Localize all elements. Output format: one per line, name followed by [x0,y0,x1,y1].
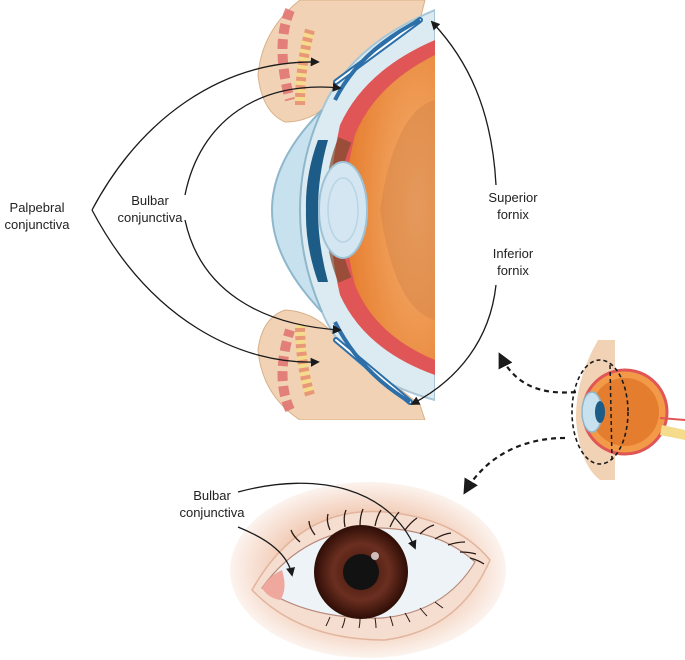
label-superior-line2: fornix [497,207,529,222]
small-eye-thumbnail [571,340,685,480]
superior-fornix-arrow [430,20,497,186]
label-bulbar-conjunctiva-top: Bulbar conjunctiva [110,192,190,226]
palpebral-arrow-upper [91,57,320,211]
annotation-arrows-top [91,20,497,405]
iris [305,140,328,282]
cornea [270,109,323,313]
label-bulbar-top-line2: conjunctiva [117,210,183,225]
dashed-focus-ellipse [571,359,629,465]
dashed-arrows [463,352,577,495]
bulbar-arrow-lower [184,219,342,335]
dashed-arrow-down [463,436,566,495]
label-palpebral-line2: conjunctiva [4,217,70,232]
pupil [343,554,379,590]
label-palpebral-conjunctiva: Palpebral conjunctiva [2,199,72,233]
eye-cross-section [257,0,435,420]
label-bulbar-bottom-line2: conjunctiva [179,505,245,520]
label-palpebral-line1: Palpebral [9,200,65,215]
label-inferior-line2: fornix [497,263,529,278]
bulbar-front-arrow-left [237,526,296,577]
label-inferior-line1: Inferior [492,246,534,261]
front-eye-view [230,482,506,658]
bulbar-arrow-upper [184,82,342,196]
lens [318,161,368,259]
bulbar-front-arrow-right [237,482,417,550]
inferior-fornix-arrow [410,284,497,405]
label-inferior-fornix: Inferior fornix [478,245,548,279]
label-bulbar-top-line1: Bulbar [131,193,169,208]
label-superior-line1: Superior [488,190,538,205]
label-bulbar-conjunctiva-bottom: Bulbar conjunctiva [172,487,252,521]
label-superior-fornix: Superior fornix [478,189,548,223]
dashed-arrow-up [498,352,577,394]
label-bulbar-bottom-line1: Bulbar [193,488,231,503]
palpebral-arrow-lower [91,209,320,367]
